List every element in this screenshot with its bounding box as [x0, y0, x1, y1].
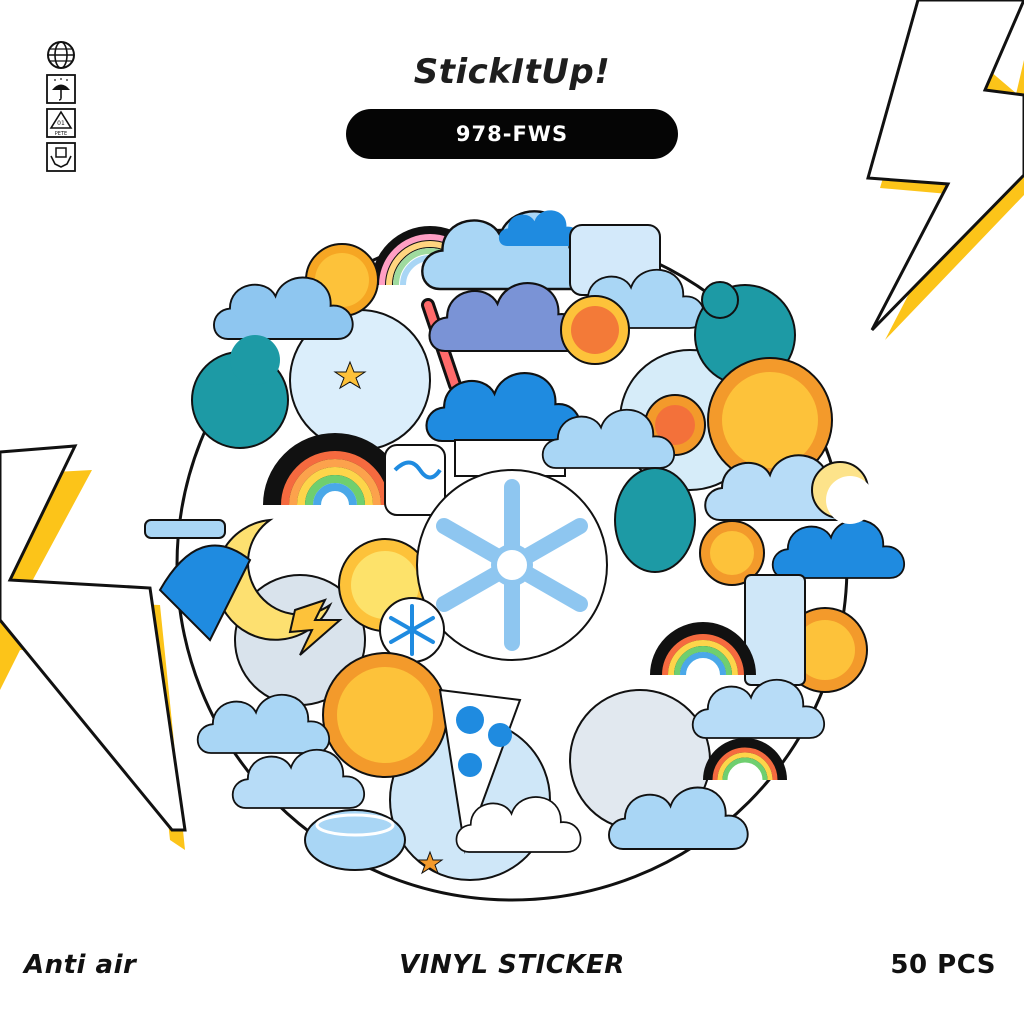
sticker-cloud-top-blue — [498, 210, 580, 246]
recycle-number: 01 — [57, 120, 65, 127]
recycle-material: PETE — [55, 131, 67, 137]
sticker-stars — [333, 360, 444, 875]
product-code-badge: 978-FWS — [346, 109, 678, 159]
sticker-rainbow-left — [263, 433, 407, 507]
handle-with-care-icon — [46, 142, 76, 172]
lightning-bolt-top-right-icon — [866, 0, 1024, 340]
sticker-snowflake-big — [416, 469, 608, 661]
footer-left-text: Anti air — [24, 950, 137, 980]
sticker-lightning-small — [288, 598, 343, 656]
footer-center-text: VINYL STICKER — [399, 950, 625, 980]
sticker-tornado — [304, 809, 406, 871]
sticker-orange-sun — [560, 295, 630, 365]
keep-dry-umbrella-icon — [46, 74, 76, 104]
sticker-moon-right — [811, 461, 874, 524]
sticker-big-sun-bottom — [322, 652, 448, 778]
sticker-teal-cloud-center — [614, 467, 696, 573]
product-code: 978-FWS — [455, 122, 569, 146]
sticker-snowflake-small — [379, 597, 445, 663]
sticker-raindrop-pennant — [438, 688, 522, 854]
lightning-bolt-bottom-left-icon — [0, 444, 187, 850]
sticker-cloud-right-top — [569, 224, 706, 329]
sticker-rainbow-right — [650, 622, 756, 676]
brand-logo: StickItUp! — [413, 52, 611, 92]
sticker-rainbow-bottom-right — [703, 738, 787, 781]
sticker-big-sun-right — [707, 357, 833, 483]
packaging-icons: 01 PETE — [46, 40, 80, 176]
footer-right-text: 50 PCS — [890, 950, 996, 980]
globe-icon — [46, 40, 76, 70]
pete-01-recycle-icon: 01 PETE — [46, 108, 76, 138]
sticker-teal-cloud-left — [191, 335, 289, 449]
sticker-wind — [384, 444, 446, 516]
sticker-umbrella-left — [144, 519, 252, 642]
sticker-sun-right-mid — [699, 520, 765, 586]
